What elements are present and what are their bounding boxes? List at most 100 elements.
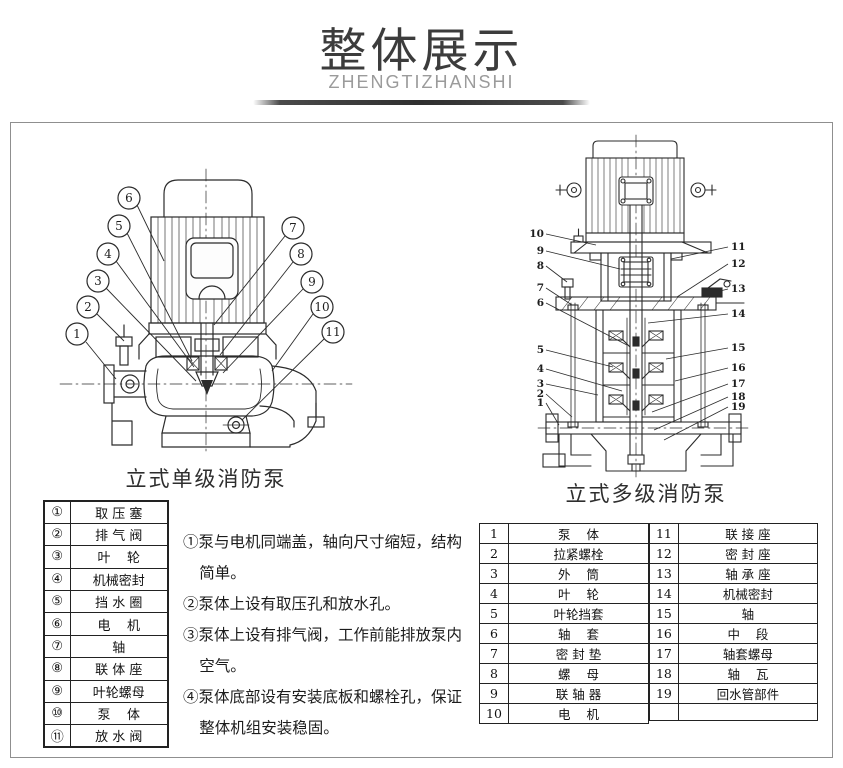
- part-number-cell: 10: [479, 703, 509, 724]
- part-name-cell: 外 筒: [508, 563, 649, 584]
- part-label: 15: [731, 342, 746, 354]
- part-name-cell: 轴: [677, 603, 819, 624]
- part-number-cell: ⑦: [43, 634, 71, 659]
- part-name-cell: 联 轴 器: [508, 683, 649, 704]
- part-label: 8: [537, 260, 544, 272]
- part-number-cell: ④: [43, 567, 71, 592]
- part-label: 9: [537, 245, 544, 257]
- part-number-cell: 18: [649, 663, 679, 684]
- part-number-cell: 11: [649, 523, 679, 544]
- part-name-cell: 轴 套: [508, 623, 649, 644]
- note-item: ④泵体底部设有安装底板和螺栓孔，保证整体机组安装稳固。: [183, 688, 463, 737]
- table-row: [649, 703, 819, 721]
- note-item: ①泵与电机同端盖，轴向尺寸缩短，结构简单。: [183, 533, 463, 582]
- page-subtitle: ZHENGTIZHANSHI: [328, 72, 515, 92]
- part-name-cell: 叶轮螺母: [69, 679, 169, 704]
- part-number-cell: ①: [43, 500, 71, 524]
- part-name-cell: 轴套螺母: [677, 643, 819, 664]
- part-number-labels: 1 2 3 4 5 6 7 8 9 10 11 12 13 14 15: [529, 228, 745, 413]
- single-stage-pump-diagram: 1 2 3 4 5 6 7 8 9 10 11: [59, 168, 353, 454]
- note-item: ②泵体上设有取压孔和放水孔。: [183, 595, 401, 613]
- part-number-cell: ⑤: [43, 590, 71, 614]
- part-name-cell: 放 水 阀: [69, 724, 169, 748]
- part-name-cell: 叶轮挡套: [508, 603, 649, 624]
- part-number-cell: 8: [479, 663, 509, 684]
- part-name-cell: 叶 轮: [508, 583, 649, 604]
- note-item: ③泵体上设有排气阀，工作前能排放泵内空气。: [183, 626, 463, 675]
- multi-stage-pump-diagram: 1 2 3 4 5 6 7 8 9 10 11 12 13 14 15: [529, 134, 751, 482]
- part-number-cell: ②: [43, 522, 71, 547]
- part-number-cell: 2: [479, 543, 509, 564]
- part-number-cell: 6: [479, 623, 509, 644]
- part-label: 12: [731, 258, 746, 270]
- part-name-cell: 轴: [69, 634, 169, 659]
- callout-label: 1: [73, 327, 81, 341]
- part-name-cell: 密 封 座: [677, 543, 819, 564]
- part-number-cell: 15: [649, 603, 679, 624]
- callout-label: 7: [289, 221, 297, 235]
- part-name-cell: 排 气 阀: [69, 522, 169, 547]
- feature-notes: ①泵与电机同端盖，轴向尺寸缩短，结构简单。 ②泵体上设有取压孔和放水孔。 ③泵体…: [183, 527, 467, 744]
- part-number-cell: 5: [479, 603, 509, 624]
- part-name-cell: [677, 703, 819, 721]
- part-label: 17: [731, 378, 746, 390]
- part-label: 7: [537, 282, 544, 294]
- part-name-cell: 拉紧螺栓: [508, 543, 649, 564]
- part-name-cell: 取 压 塞: [69, 500, 169, 524]
- part-label: 11: [731, 241, 746, 253]
- part-name-cell: 联 接 座: [677, 523, 819, 544]
- part-name-cell: 叶 轮: [69, 545, 169, 569]
- part-label: 16: [731, 362, 746, 374]
- callout-label: 11: [325, 325, 340, 339]
- callout-label: 4: [104, 247, 112, 261]
- part-number-cell: ⑨: [43, 679, 71, 704]
- part-name-cell: 中 段: [677, 623, 819, 644]
- part-number-cell: 14: [649, 583, 679, 604]
- part-name-cell: 回水管部件: [677, 683, 819, 704]
- part-name-cell: 螺 母: [508, 663, 649, 684]
- part-label: 1: [537, 397, 544, 409]
- callout-label: 2: [84, 300, 92, 314]
- part-name-cell: 电 机: [508, 703, 649, 724]
- part-number-cell: 3: [479, 563, 509, 584]
- part-name-cell: 机械密封: [677, 583, 819, 604]
- part-name-cell: 轴 瓦: [677, 663, 819, 684]
- part-name-cell: 泵 体: [69, 702, 169, 726]
- part-number-cell: 12: [649, 543, 679, 564]
- part-number-cell: 4: [479, 583, 509, 604]
- part-name-cell: 轴 承 座: [677, 563, 819, 584]
- part-label: 5: [537, 344, 544, 356]
- content-panel: 1 2 3 4 5 6 7 8 9 10 11 立式单级消防泵: [10, 122, 833, 758]
- page-title: 整体展示: [319, 24, 524, 77]
- leader-lines: [85, 204, 325, 421]
- part-number-cell: 9: [479, 683, 509, 704]
- part-number-cell: 13: [649, 563, 679, 584]
- part-name-cell: 泵 体: [508, 523, 649, 544]
- part-name-cell: 电 机: [69, 612, 169, 636]
- leader-lines: [545, 233, 729, 441]
- part-number-cell: ③: [43, 545, 71, 569]
